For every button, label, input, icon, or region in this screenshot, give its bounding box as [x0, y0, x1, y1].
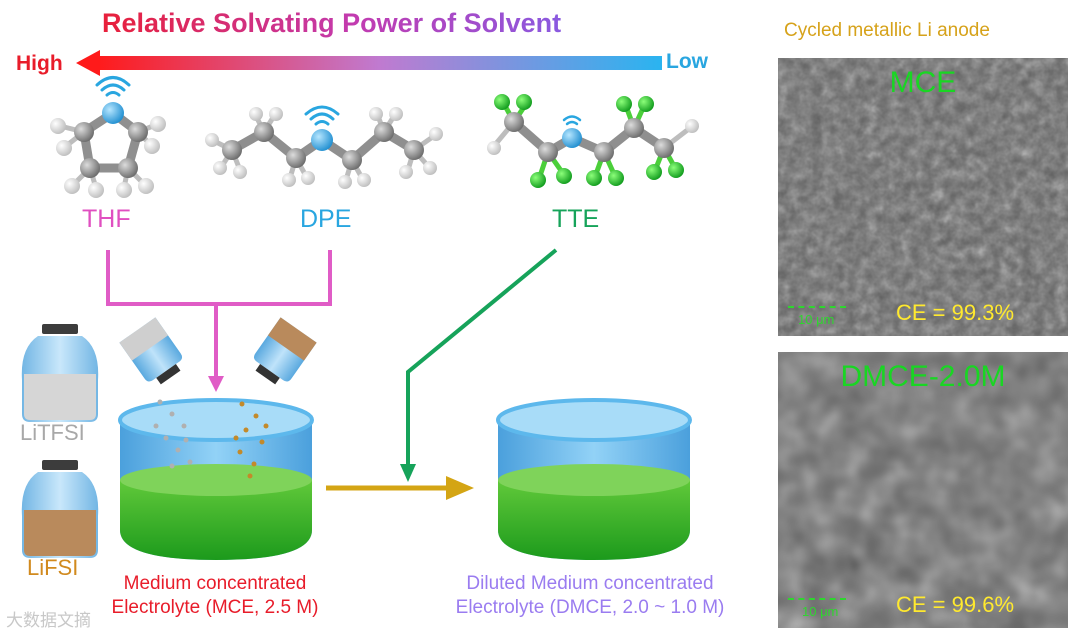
- high-label: High: [16, 52, 63, 76]
- dmce-caption-line2: Electrolyte (DMCE, 2.0 ~ 1.0 M): [420, 596, 760, 620]
- ce-value-mce: CE = 99.3%: [896, 300, 1014, 326]
- scale-bar-label-bottom: 10 μm: [802, 604, 838, 619]
- sem-label-mce: MCE: [778, 66, 1068, 100]
- mce-caption-line1: Medium concentrated: [80, 572, 350, 596]
- sem-image-dmce: DMCE-2.0M 10 μm CE = 99.6%: [778, 352, 1068, 628]
- dpe-molecule: [205, 107, 443, 189]
- scale-bar-label-top: 10 μm: [798, 312, 834, 327]
- ce-value-dmce: CE = 99.6%: [896, 592, 1014, 618]
- thf-signal-icon: [97, 78, 129, 96]
- lifsi-label: LiFSI: [27, 555, 78, 581]
- tte-signal-icon: [564, 117, 580, 125]
- dilution-arrow: [326, 476, 474, 500]
- tte-arrowhead: [400, 464, 416, 482]
- mce-caption-line2: Electrolyte (MCE, 2.5 M): [80, 596, 350, 620]
- dpe-signal-icon: [306, 107, 338, 124]
- thf-dpe-arrowhead: [208, 376, 224, 392]
- sem-title: Cycled metallic Li anode: [784, 20, 990, 42]
- tte-molecule: [487, 94, 699, 188]
- sem-image-mce: MCE 10 μm CE = 99.3%: [778, 58, 1068, 336]
- dmce-caption: Diluted Medium concentrated Electrolyte …: [420, 572, 760, 620]
- low-label: Low: [666, 50, 708, 74]
- mce-beaker: [120, 400, 312, 561]
- pouring-bottle-litfsi: [119, 317, 188, 390]
- dmce-caption-line1: Diluted Medium concentrated: [420, 572, 760, 596]
- sem-label-dmce: DMCE-2.0M: [778, 360, 1068, 394]
- solvating-power-arrow: [76, 50, 662, 76]
- scale-bar-line-bottom: [788, 598, 846, 600]
- dmce-beaker: [498, 400, 690, 560]
- scale-bar-line-top: [788, 306, 846, 308]
- lifsi-bottle: [22, 460, 98, 558]
- watermark: 大数据文摘: [6, 606, 91, 631]
- litfsi-label: LiTFSI: [20, 420, 85, 446]
- pouring-bottle-lifsi: [247, 317, 316, 390]
- thf-molecule: [50, 78, 166, 199]
- litfsi-bottle: [22, 324, 98, 422]
- mce-caption: Medium concentrated Electrolyte (MCE, 2.…: [80, 572, 350, 620]
